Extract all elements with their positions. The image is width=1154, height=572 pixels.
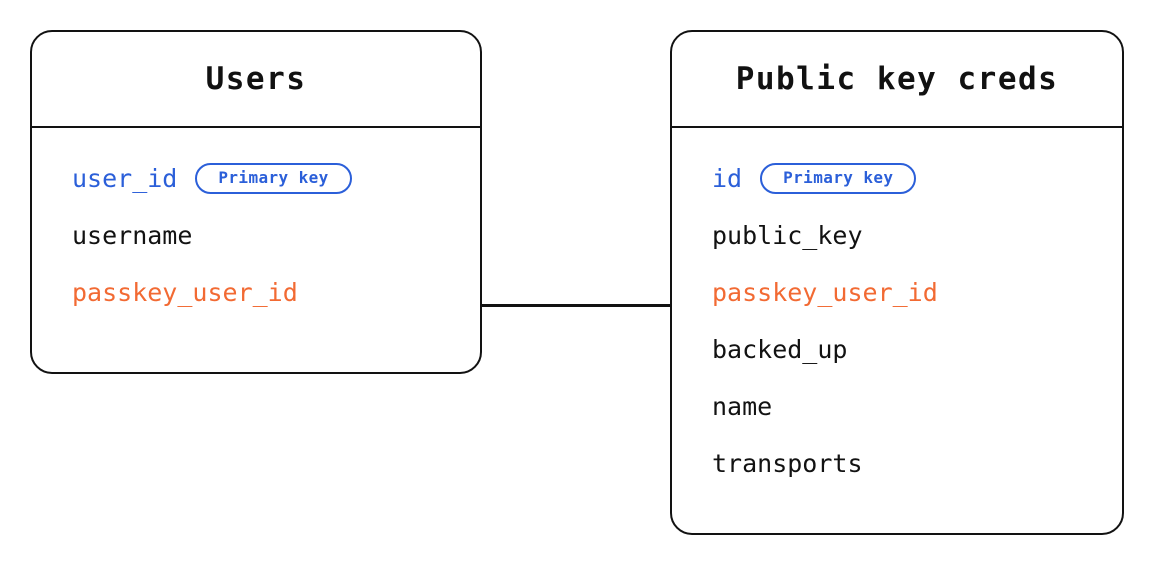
field-row-username[interactable]: username bbox=[32, 215, 480, 255]
field-label-transports: transports bbox=[712, 448, 863, 478]
field-label-id: id bbox=[712, 163, 743, 193]
field-label-passkey-user-id: passkey_user_id bbox=[712, 277, 938, 307]
entity-public-key-creds[interactable]: Public key creds id Primary key public_k… bbox=[670, 30, 1124, 535]
entity-users-title: Users bbox=[205, 61, 307, 97]
field-row-public-key[interactable]: public_key bbox=[672, 215, 1122, 255]
entity-public-key-creds-title: Public key creds bbox=[735, 61, 1059, 97]
primary-key-badge-label: Primary key bbox=[218, 168, 329, 187]
primary-key-badge: Primary key bbox=[195, 162, 352, 194]
entity-users-field-list: user_id Primary key username passkey_use… bbox=[32, 128, 480, 312]
field-label-public-key: public_key bbox=[712, 220, 863, 250]
field-row-id[interactable]: id Primary key bbox=[672, 158, 1122, 198]
entity-public-key-creds-field-list: id Primary key public_key passkey_user_i… bbox=[672, 128, 1122, 483]
field-label-backed-up: backed_up bbox=[712, 334, 848, 364]
field-row-backed-up[interactable]: backed_up bbox=[672, 329, 1122, 369]
field-label-name: name bbox=[712, 391, 773, 421]
primary-key-badge-label: Primary key bbox=[783, 168, 894, 187]
field-row-transports[interactable]: transports bbox=[672, 443, 1122, 483]
entity-users-header: Users bbox=[32, 32, 480, 128]
relationship-connector-users-public-key-creds bbox=[481, 304, 672, 307]
entity-users[interactable]: Users user_id Primary key username passk… bbox=[30, 30, 482, 374]
entity-public-key-creds-header: Public key creds bbox=[672, 32, 1122, 128]
field-row-user-id[interactable]: user_id Primary key bbox=[32, 158, 480, 198]
field-row-name[interactable]: name bbox=[672, 386, 1122, 426]
field-label-username: username bbox=[72, 220, 193, 250]
primary-key-badge: Primary key bbox=[760, 162, 917, 194]
field-label-passkey-user-id: passkey_user_id bbox=[72, 277, 298, 307]
field-row-passkey-user-id[interactable]: passkey_user_id bbox=[32, 272, 480, 312]
field-label-user-id: user_id bbox=[72, 163, 178, 193]
field-row-passkey-user-id[interactable]: passkey_user_id bbox=[672, 272, 1122, 312]
